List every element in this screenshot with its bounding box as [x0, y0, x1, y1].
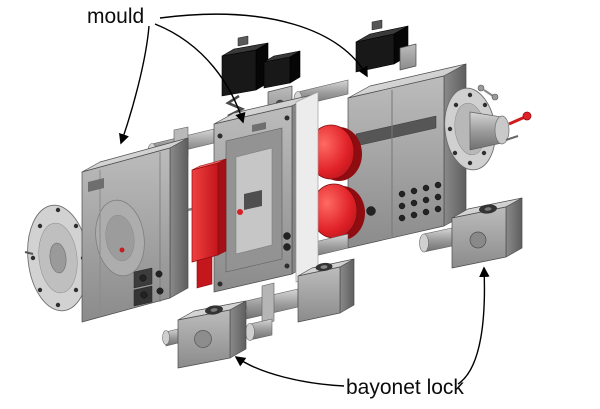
annotation-arrows	[119, 13, 490, 387]
bayonet-lock-block-centre	[236, 258, 355, 341]
red-sprue-pin	[508, 111, 532, 126]
bayonet-lock-block-right	[419, 197, 523, 269]
hydraulic-unit-centre	[221, 35, 269, 97]
stud	[24, 251, 34, 255]
loose-screws	[477, 84, 499, 101]
bayonet-arrow-right	[457, 266, 490, 385]
red-latch-pin	[237, 209, 243, 215]
stripper-plate	[295, 91, 319, 283]
right-clamp-flange	[444, 84, 532, 171]
mould-arrow-right	[159, 13, 368, 78]
hydraulic-unit-right	[355, 19, 409, 73]
mounting-bracket-right	[399, 43, 417, 71]
bayonet-lock-block-front-left	[162, 300, 247, 369]
bayonet-lock-label: bayonet lock	[346, 376, 464, 399]
red-latch-dot	[119, 247, 125, 253]
mould-label: mould	[87, 5, 145, 28]
cavity-insert	[244, 190, 262, 210]
mould-arrow-centre	[154, 23, 246, 124]
hydraulic-unit-centre-2	[263, 50, 301, 89]
nozzle-pin	[505, 135, 519, 141]
bayonet-arrow-left	[234, 356, 345, 387]
red-cam-discs	[307, 124, 365, 240]
left-mould-plate	[81, 137, 189, 323]
mould-arrow-left	[119, 25, 150, 145]
